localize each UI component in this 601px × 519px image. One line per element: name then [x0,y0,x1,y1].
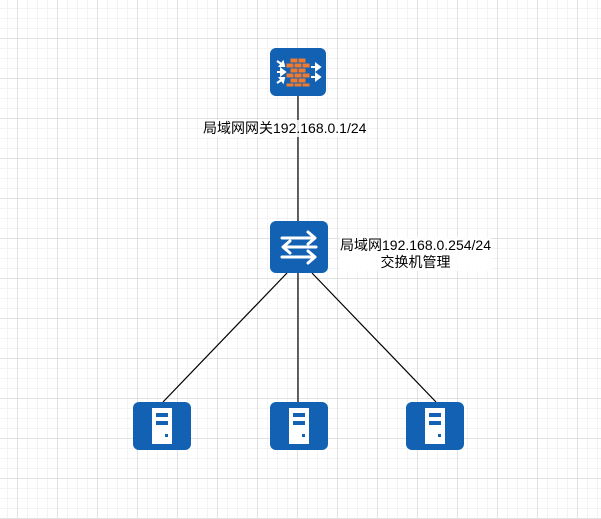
firewall-icon [276,57,322,88]
switch-label: 局域网192.168.0.254/24 交换机管理 [340,237,491,271]
switch-icon [280,230,318,265]
gateway-label: 局域网网关192.168.0.1/24 [203,120,367,137]
switch-label-line1: 局域网192.168.0.254/24 [340,237,491,253]
gateway-node[interactable] [270,48,326,96]
server-node-3[interactable] [406,402,464,450]
server-icon [152,408,172,444]
link-switch-server-3 [311,272,437,403]
link-switch-server-1 [162,272,288,403]
switch-node[interactable] [270,221,328,273]
server-node-2[interactable] [270,402,328,450]
server-icon [289,408,309,444]
server-node-1[interactable] [133,402,191,450]
server-icon [425,408,445,444]
switch-label-line2: 交换机管理 [380,254,451,270]
